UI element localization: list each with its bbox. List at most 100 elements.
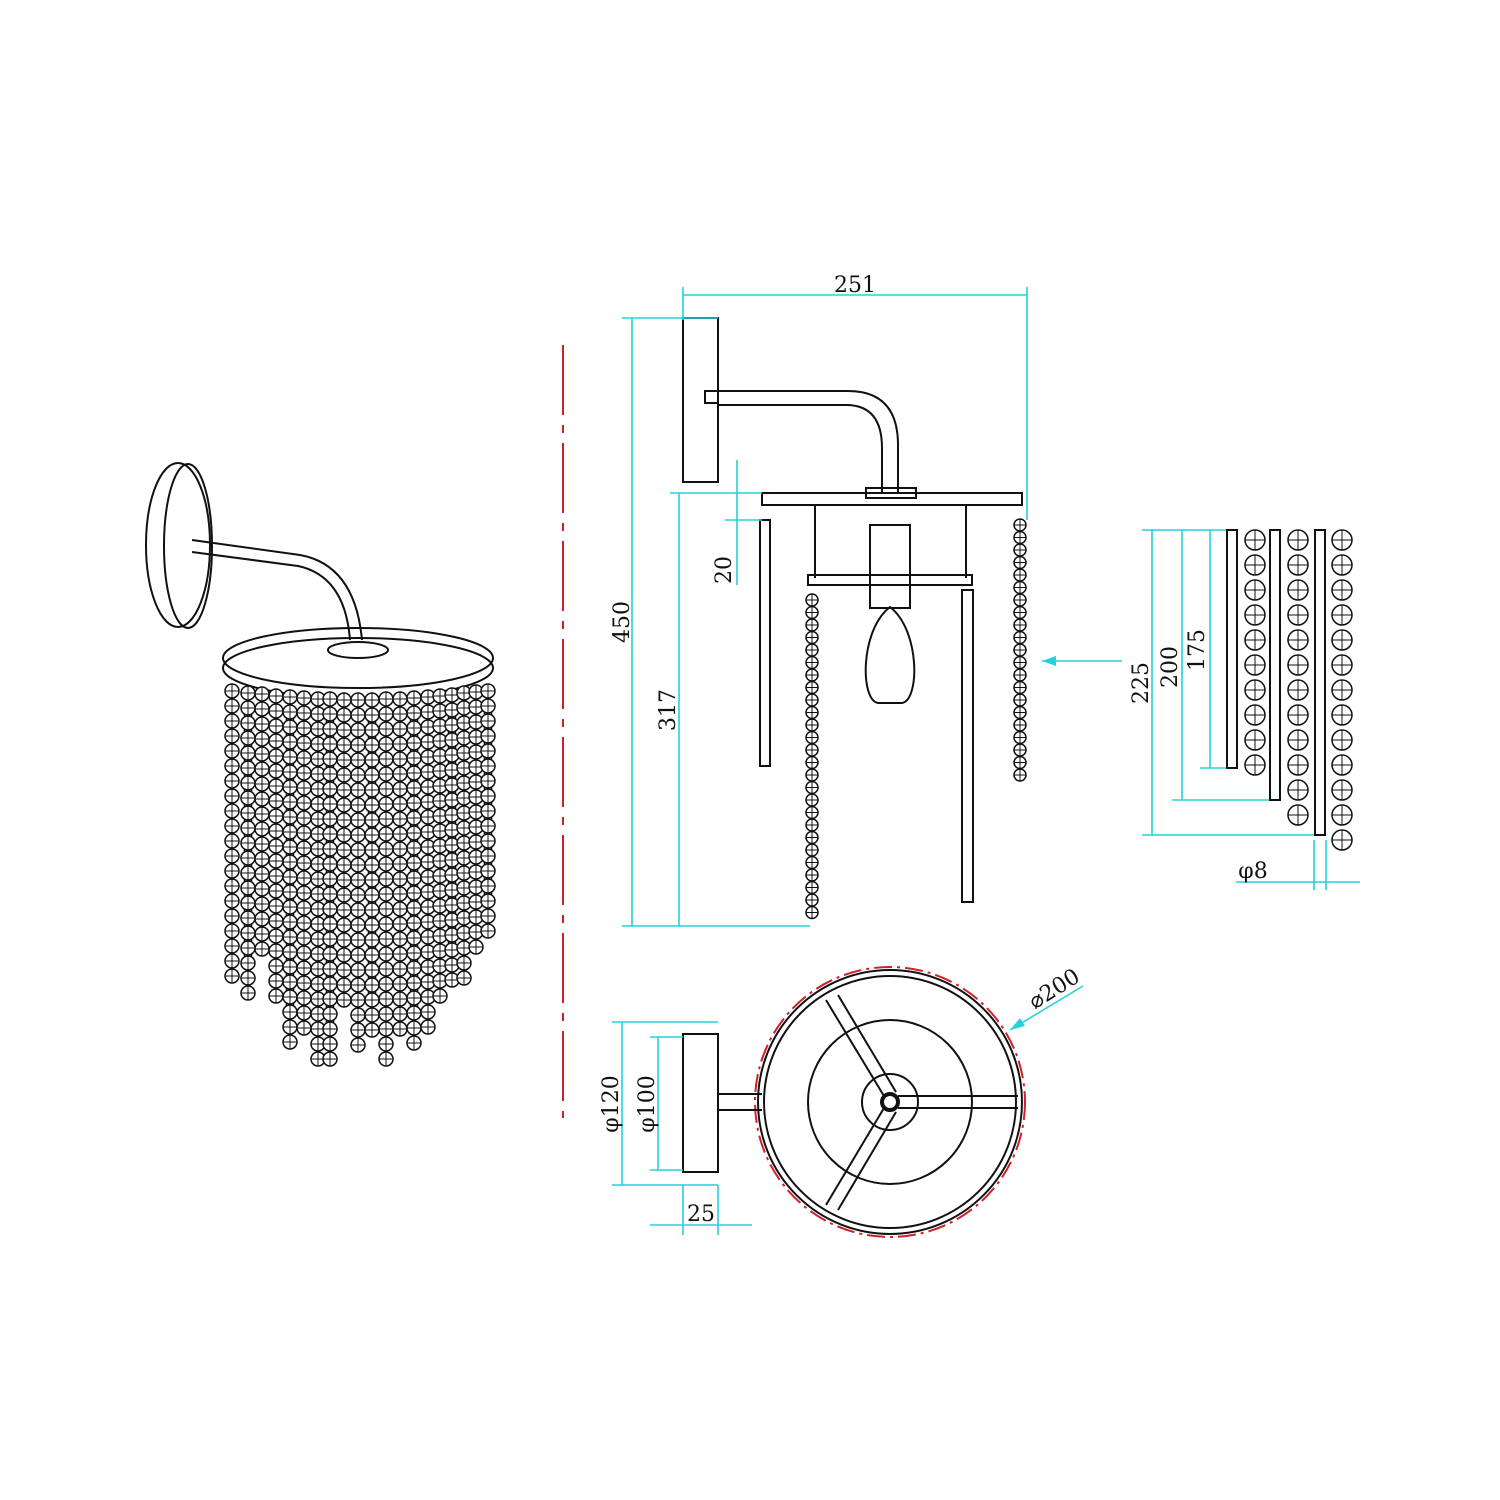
- crystal-facet: [323, 887, 337, 901]
- crystal-facet: [297, 856, 311, 870]
- crystal-facet: [393, 857, 407, 871]
- dim-width-label: 251: [834, 273, 876, 298]
- crystal-facet: [393, 887, 407, 901]
- crystal-facet: [393, 947, 407, 961]
- crystal-facet: [1245, 680, 1265, 700]
- crystal-facet: [457, 956, 471, 970]
- crystal-facet: [407, 826, 421, 840]
- crystal-facet: [1288, 530, 1308, 550]
- crystal-facet: [283, 1005, 297, 1019]
- crystal-facet: [351, 1008, 365, 1022]
- wall-plate: [682, 1033, 719, 1173]
- crystal-facet: [379, 1022, 393, 1036]
- rod-225: [1314, 529, 1326, 836]
- dim-frame-offset-label: 20: [712, 556, 737, 584]
- crystal-facet: [806, 706, 818, 719]
- crystal-facet: [323, 1022, 337, 1036]
- crystal-facet: [283, 795, 297, 809]
- crystal-facet: [297, 1021, 311, 1035]
- crystal-facet: [269, 719, 283, 733]
- crystal-detail: 225 200 175 φ8: [1129, 529, 1360, 890]
- crystal-facet: [393, 992, 407, 1006]
- dim-175-label: 175: [1185, 629, 1210, 671]
- frame-bar: [761, 492, 1023, 506]
- crystal-facet: [241, 746, 255, 760]
- crystal-facet: [255, 822, 269, 836]
- crystal-facet: [241, 881, 255, 895]
- crystal-facet: [283, 975, 297, 989]
- crystal-facet: [323, 1007, 337, 1021]
- crystal-facet: [351, 993, 365, 1007]
- dim-plate-diameter-label: φ120: [599, 1075, 624, 1132]
- crystal-facet: [269, 779, 283, 793]
- crystal-facet: [351, 828, 365, 842]
- crystal-facet: [337, 948, 351, 962]
- crystal-facet: [351, 708, 365, 722]
- crystal-facet: [481, 774, 495, 788]
- crystal-facet: [297, 706, 311, 720]
- crystal-facet: [323, 737, 337, 751]
- crystal-facet: [1332, 780, 1352, 800]
- crystal-facet: [481, 804, 495, 818]
- crystal-facet: [365, 1023, 379, 1037]
- crystal-facet: [379, 932, 393, 946]
- crystal-facet: [351, 798, 365, 812]
- crystal-facet: [1014, 569, 1026, 581]
- crystal-facet: [283, 960, 297, 974]
- crystal-facet: [225, 894, 239, 908]
- crystal-facet: [241, 776, 255, 790]
- crystal-facet: [1245, 605, 1265, 625]
- crystal-facet: [1014, 544, 1026, 556]
- crystal-facet: [225, 969, 239, 983]
- crystal-facet: [337, 858, 351, 872]
- crystal-facet: [806, 744, 818, 756]
- crystal-facet: [806, 656, 818, 669]
- crystal-facet: [323, 962, 337, 976]
- crystal-facet: [225, 924, 239, 938]
- crystal-facet: [283, 810, 297, 824]
- crystal-facet: [225, 789, 239, 803]
- crystal-facet: [283, 780, 297, 794]
- crystal-facet: [337, 888, 351, 902]
- crystal-facet: [283, 720, 297, 734]
- crystal-facet: [323, 812, 337, 826]
- crystal-facet: [255, 717, 269, 731]
- crystal-facet: [255, 912, 269, 926]
- crystal-facet: [1014, 669, 1026, 681]
- crystal-facet: [365, 963, 379, 977]
- crystal-facet: [1288, 630, 1308, 650]
- crystal-facet: [337, 693, 351, 707]
- crystal-facet: [323, 902, 337, 916]
- crystal-facet: [1332, 805, 1352, 825]
- crystal-facet: [283, 705, 297, 719]
- crystal-facet: [337, 978, 351, 992]
- dimension-lines: [622, 287, 1122, 927]
- crystal-facet: [1288, 680, 1308, 700]
- crystal-facet: [1014, 719, 1026, 731]
- dim-drop-height-label: 317: [656, 689, 681, 731]
- crystal-facet: [481, 744, 495, 758]
- crystal-facet: [225, 819, 239, 833]
- crystal-facet: [283, 765, 297, 779]
- crystal-facet: [241, 956, 255, 970]
- crystal-facet: [407, 976, 421, 990]
- crystal-facet: [1288, 555, 1308, 575]
- crystal-facet: [407, 841, 421, 855]
- crystal-facet: [241, 986, 255, 1000]
- crystal-facet: [225, 714, 239, 728]
- crystal-facet: [297, 916, 311, 930]
- crystal-facet: [806, 819, 818, 831]
- crystal-facet: [323, 692, 337, 706]
- crystal-facet: [1332, 705, 1352, 725]
- crystal-facet: [481, 849, 495, 863]
- crystal-facet: [225, 744, 239, 758]
- crystal-facet: [323, 932, 337, 946]
- crystal-facet: [1014, 619, 1026, 631]
- crystal-facet: [1014, 644, 1026, 656]
- crystal-facet: [407, 886, 421, 900]
- crystal-facet: [1245, 655, 1265, 675]
- crystal-facet: [379, 827, 393, 841]
- crystal-facet: [481, 834, 495, 848]
- crystal-facet: [379, 782, 393, 796]
- crystal-facet: [1288, 755, 1308, 775]
